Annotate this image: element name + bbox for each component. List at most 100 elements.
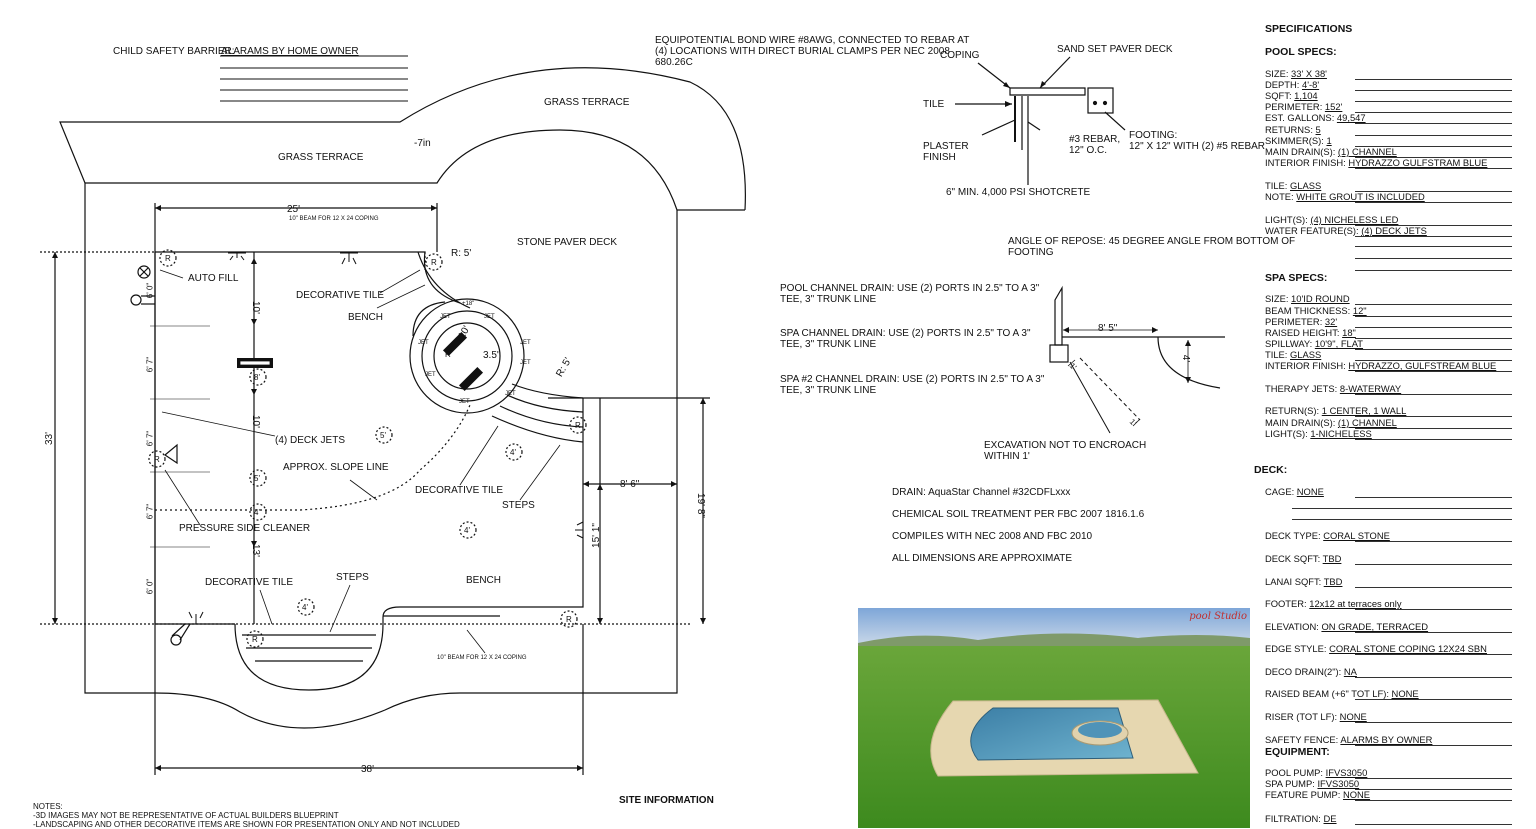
spec-row: MAIN DRAIN(S): (1) CHANNEL bbox=[1265, 146, 1397, 157]
spec-value: 4'-8' bbox=[1301, 79, 1320, 90]
spec-blank-line bbox=[1355, 258, 1512, 259]
spec-key: ELEVATION: bbox=[1265, 621, 1322, 632]
spec-key: RAISED BEAM (+6" TOT LF): bbox=[1265, 688, 1392, 699]
spec-row: RAISED BEAM (+6" TOT LF): NONE bbox=[1265, 688, 1419, 699]
spec-key: NOTE: bbox=[1265, 191, 1297, 202]
plaster-label: PLASTER bbox=[923, 141, 969, 152]
equipment-title: EQUIPMENT: bbox=[1265, 746, 1330, 758]
spec-row: TILE: GLASS bbox=[1265, 180, 1321, 191]
spec-key: SIZE: bbox=[1265, 68, 1292, 79]
section-dim: 6' 0" bbox=[145, 282, 155, 299]
depth-marker: 8' bbox=[254, 373, 260, 382]
spec-key: RETURN(S): bbox=[1265, 405, 1322, 416]
spec-underline bbox=[1355, 745, 1512, 746]
decorative-tile-label: DECORATIVE TILE bbox=[205, 577, 293, 588]
spa-jet-label: JET bbox=[505, 391, 516, 397]
spec-key: FILTRATION: bbox=[1265, 813, 1324, 824]
spec-underline bbox=[1355, 699, 1512, 700]
spec-row: THERAPY JETS: 8-WATERWAY bbox=[1265, 383, 1401, 394]
spec-value: 1-NICHELESS bbox=[1310, 428, 1372, 439]
spec-row: RAISED HEIGHT: 18" bbox=[1265, 327, 1356, 338]
sand-set-label: SAND SET PAVER DECK bbox=[1057, 44, 1173, 55]
spec-row: MAIN DRAIN(S): (1) CHANNEL bbox=[1265, 417, 1397, 428]
spec-row: FOOTER: 12x12 at terraces only bbox=[1265, 598, 1402, 609]
spec-underline bbox=[1355, 541, 1512, 542]
chemical-note: CHEMICAL SOIL TREATMENT PER FBC 2007 181… bbox=[892, 509, 1145, 520]
notes-line: -LANDSCAPING AND OTHER DECORATIVE ITEMS … bbox=[33, 820, 460, 829]
spec-underline bbox=[1355, 609, 1512, 610]
spec-value: NONE bbox=[1339, 711, 1367, 722]
spec-underline bbox=[1355, 371, 1512, 372]
dim-33: 33' bbox=[44, 431, 56, 446]
spec-key: DEPTH: bbox=[1265, 79, 1302, 90]
grass-terrace-label: GRASS TERRACE bbox=[544, 97, 630, 108]
specifications-title: SPECIFICATIONS bbox=[1265, 23, 1353, 35]
spec-value: WHITE GROUT IS INCLUDED bbox=[1296, 191, 1425, 202]
spec-value: 12x12 at terraces only bbox=[1309, 598, 1402, 609]
spec-row: SIZE: 33' X 38' bbox=[1265, 68, 1327, 79]
deck-title: DECK: bbox=[1254, 464, 1288, 476]
spa-raised-label: +18" bbox=[462, 301, 475, 307]
spec-underline bbox=[1355, 202, 1512, 203]
depth-marker: 4' bbox=[254, 508, 260, 517]
spec-key: LIGHT(S): bbox=[1265, 428, 1311, 439]
spec-underline bbox=[1355, 824, 1512, 825]
spec-row: RISER (TOT LF): NONE bbox=[1265, 711, 1367, 722]
spa-jet-label: JET bbox=[425, 372, 436, 378]
spec-row: EDGE STYLE: CORAL STONE COPING 12X24 SBN bbox=[1265, 643, 1487, 654]
spec-key: SKIMMER(S): bbox=[1265, 135, 1327, 146]
section-dim: 6' 7" bbox=[145, 430, 155, 447]
spec-key: CAGE: bbox=[1265, 486, 1297, 497]
spec-value: 10'ID ROUND bbox=[1291, 293, 1350, 304]
spa-bench-dim: 3.5' bbox=[483, 350, 499, 361]
spec-row: BEAM THICKNESS: 12" bbox=[1265, 305, 1367, 316]
spec-value: GLASS bbox=[1290, 180, 1322, 191]
beam-note-bottom: 10" BEAM FOR 12 X 24 COPING bbox=[437, 655, 527, 661]
spec-underline bbox=[1355, 123, 1512, 124]
spec-underline bbox=[1355, 304, 1512, 305]
dim-13: 13' bbox=[250, 543, 262, 558]
spec-row: RETURNS: 5 bbox=[1265, 124, 1321, 135]
spec-underline bbox=[1355, 316, 1512, 317]
spec-row: ELEVATION: ON GRADE, TERRACED bbox=[1265, 621, 1428, 632]
return-marker: R bbox=[575, 421, 581, 430]
spec-key: SQFT: bbox=[1265, 90, 1295, 101]
spec-value: HYDRAZZO GULFSTRAM BLUE bbox=[1348, 157, 1488, 168]
spec-value: 1,104 bbox=[1294, 90, 1318, 101]
depth-marker: 4' bbox=[464, 526, 470, 535]
plaster-label: FINISH bbox=[923, 152, 956, 163]
spec-underline bbox=[1355, 79, 1512, 80]
spec-value: 32' bbox=[1324, 316, 1338, 327]
complies-note: COMPILES WITH NEC 2008 AND FBC 2010 bbox=[892, 531, 1093, 542]
bond-wire-note: (4) LOCATIONS WITH DIRECT BURIAL CLAMPS … bbox=[655, 46, 950, 57]
spa-drain-note: SPA CHANNEL DRAIN: USE (2) PORTS IN 2.5"… bbox=[780, 328, 1031, 339]
pool-specs-title: POOL SPECS: bbox=[1265, 46, 1337, 58]
spec-value: GLASS bbox=[1290, 349, 1322, 360]
spec-value: 1 CENTER, 1 WALL bbox=[1321, 405, 1407, 416]
spec-key: RAISED HEIGHT: bbox=[1265, 327, 1343, 338]
decorative-tile-label: DECORATIVE TILE bbox=[296, 290, 384, 301]
spa-specs-title: SPA SPECS: bbox=[1265, 272, 1328, 284]
spa2-drain-note: TEE, 3" TRUNK LINE bbox=[780, 385, 877, 396]
spec-value: (1) CHANNEL bbox=[1337, 417, 1397, 428]
spec-underline bbox=[1355, 327, 1512, 328]
repose-dim: 8' 5" bbox=[1098, 323, 1118, 334]
coping-label: COPING bbox=[940, 50, 980, 61]
excavation-note: EXCAVATION NOT TO ENCROACH bbox=[984, 440, 1147, 451]
spec-value: TBD bbox=[1323, 576, 1343, 587]
spec-key: POOL PUMP: bbox=[1265, 767, 1326, 778]
spa2-drain-note: SPA #2 CHANNEL DRAIN: USE (2) PORTS IN 2… bbox=[780, 374, 1045, 385]
bond-wire-note: 680.26C bbox=[655, 57, 693, 68]
spec-value: NONE bbox=[1342, 789, 1371, 800]
spec-underline bbox=[1355, 112, 1512, 113]
spec-underline bbox=[1355, 236, 1512, 237]
spec-key: SPILLWAY: bbox=[1265, 338, 1315, 349]
spec-key: EDGE STYLE: bbox=[1265, 643, 1330, 654]
pool-drain-note: POOL CHANNEL DRAIN: USE (2) PORTS IN 2.5… bbox=[780, 283, 1040, 294]
spec-row: SIZE: 10'ID ROUND bbox=[1265, 293, 1350, 304]
spec-row: DECK TYPE: CORAL STONE bbox=[1265, 530, 1390, 541]
spec-key: LANAI SQFT: bbox=[1265, 576, 1324, 587]
spec-underline bbox=[1355, 101, 1512, 102]
dim-38: 38' bbox=[361, 764, 375, 775]
footing-label: FOOTING: bbox=[1129, 130, 1178, 141]
